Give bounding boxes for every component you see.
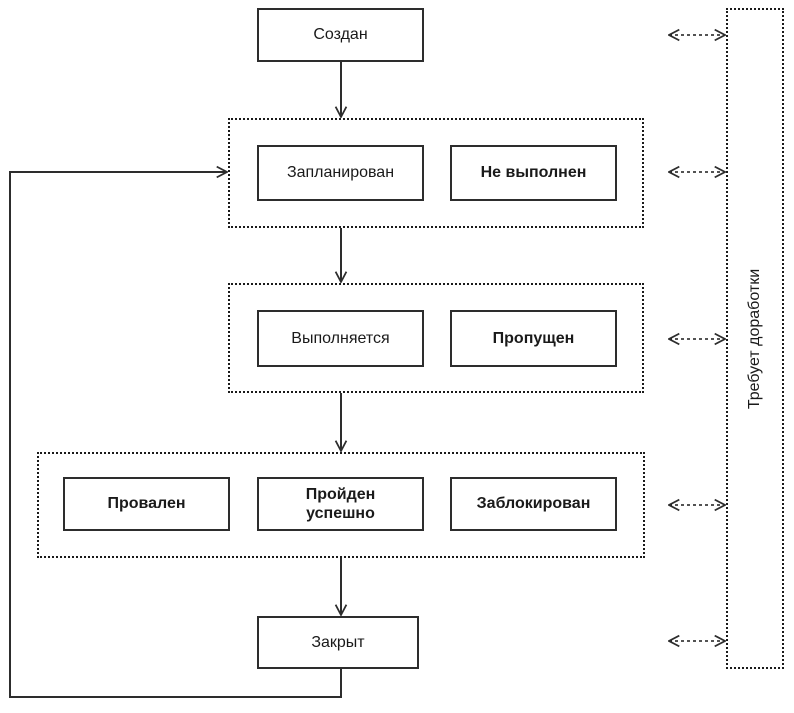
node-executing: Выполняется (257, 310, 424, 367)
node-planned-label: Запланирован (286, 164, 395, 182)
node-executing-label: Выполняется (291, 329, 390, 347)
node-created-label: Создан (313, 26, 368, 44)
node-not-executed-label: Не выполнен (480, 164, 587, 182)
node-failed-label: Провален (107, 495, 186, 513)
node-closed-label: Закрыт (311, 633, 365, 651)
node-failed: Провален (63, 477, 230, 531)
node-created: Создан (257, 8, 424, 62)
node-blocked-label: Заблокирован (476, 495, 591, 513)
node-planned: Запланирован (257, 145, 424, 201)
node-skipped-label: Пропущен (492, 329, 575, 347)
box-requires-rework: Требует доработки (726, 8, 784, 669)
node-not-executed: Не выполнен (450, 145, 617, 201)
node-skipped: Пропущен (450, 310, 617, 367)
node-passed-successfully: Пройден успешно (257, 477, 424, 531)
box-requires-rework-label: Требует доработки (746, 268, 763, 409)
node-passed-label-line1: Пройден (305, 485, 376, 503)
node-closed: Закрыт (257, 616, 419, 669)
node-blocked: Заблокирован (450, 477, 617, 531)
node-passed-label-line2: успешно (306, 505, 375, 522)
